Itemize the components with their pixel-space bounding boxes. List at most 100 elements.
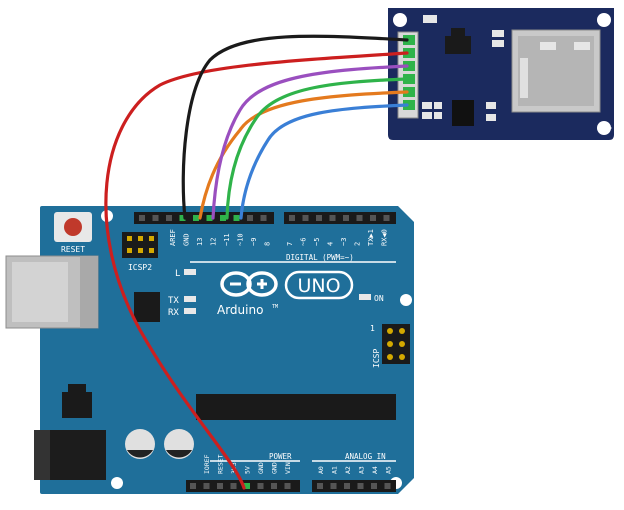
digital-pin-hole xyxy=(302,215,309,221)
led-l-label: L xyxy=(175,269,180,279)
digital-pin-label: GND xyxy=(183,233,191,246)
digital-pin-hole xyxy=(316,215,322,221)
digital-pin-hole xyxy=(220,215,226,221)
power-pin-label: VIN xyxy=(284,462,292,474)
digital-pin-hole xyxy=(329,215,336,221)
digital-pin-label: ~9 xyxy=(250,238,258,246)
digital-pin-hole xyxy=(356,215,363,221)
digital-pin-label: 12 xyxy=(210,238,218,246)
smd-cap xyxy=(492,40,504,47)
icsp2-header xyxy=(122,232,158,258)
power-pin-label: RESET xyxy=(217,454,225,474)
digital-pin-hole xyxy=(166,215,172,221)
icsp-pin1-label: 1 xyxy=(370,324,375,333)
usb-chip xyxy=(134,292,160,322)
voltage-regulator xyxy=(445,36,471,54)
smd-resistor xyxy=(423,15,437,23)
digital-pin-label: 4 xyxy=(327,242,335,246)
digital-pin-hole xyxy=(370,215,376,221)
icsp-label: ICSP xyxy=(372,349,381,368)
reset-button[interactable] xyxy=(54,212,92,242)
digital-pin-label: AREF xyxy=(169,229,177,246)
power-pin-hole xyxy=(190,483,196,489)
digital-pin-label: RX◀0 xyxy=(381,229,389,246)
on-label: ON xyxy=(374,294,384,303)
wire-13-orange xyxy=(198,90,409,220)
power-label: POWER xyxy=(269,452,292,461)
power-pin-label: GND xyxy=(271,462,279,474)
analog-pin-label: A3 xyxy=(358,466,366,474)
trademark: TM xyxy=(272,304,278,310)
atmega328-chip xyxy=(196,394,396,420)
reset-label: RESET xyxy=(61,245,85,254)
analog-pin-label: A5 xyxy=(385,466,393,474)
analog-pin-holes xyxy=(317,483,391,489)
power-pin-hole xyxy=(284,483,291,489)
sd-header-pins xyxy=(403,35,415,110)
uno-logo-box xyxy=(284,270,354,300)
power-pin-holes xyxy=(190,483,291,489)
digital-pin-label: ~6 xyxy=(300,238,308,246)
power-pin-hole xyxy=(217,483,223,489)
voltage-regulator xyxy=(62,392,92,418)
analog-pin-hole xyxy=(344,483,350,489)
analog-pin-label: A2 xyxy=(344,466,352,474)
mount-hole xyxy=(597,13,611,27)
digital-pin-label: 13 xyxy=(196,238,204,246)
icsp-header xyxy=(382,324,410,364)
led-l xyxy=(184,269,196,275)
digital-pin-label: ~3 xyxy=(340,238,348,246)
power-pin-hole xyxy=(230,483,237,489)
power-pin-hole xyxy=(271,483,277,489)
digital-pin-label: 8 xyxy=(264,242,272,246)
analog-header xyxy=(312,480,396,492)
digital-pin-hole xyxy=(289,215,295,221)
digital-pin-label: ~10 xyxy=(237,233,245,246)
led-tx xyxy=(184,296,196,302)
regulator-tab xyxy=(451,28,465,36)
mount-hole xyxy=(393,13,407,27)
smd-resistor xyxy=(434,102,442,109)
analog-pin-label: A1 xyxy=(331,466,339,474)
mount-hole xyxy=(400,294,412,306)
analog-label: ANALOG IN xyxy=(345,452,386,461)
led-rx-label: RX xyxy=(168,308,179,318)
smd-resistor xyxy=(434,112,442,119)
analog-pin-label: A0 xyxy=(317,466,325,474)
digital-pin-hole xyxy=(193,215,199,221)
digital-pin-label: 2 xyxy=(354,242,362,246)
arrow-icon xyxy=(606,124,612,132)
wire-5v-red xyxy=(104,51,409,490)
level-shifter-chip xyxy=(452,100,474,126)
power-pin-label: IOREF xyxy=(203,454,211,474)
smd-resistor xyxy=(422,102,432,109)
mount-hole xyxy=(111,477,123,489)
digital-pin-hole xyxy=(206,215,213,221)
smd-resistor xyxy=(486,102,496,109)
icsp2-label: ICSP2 xyxy=(128,263,152,272)
digital-pin-hole xyxy=(139,215,145,221)
led-tx-label: TX xyxy=(168,296,179,306)
arduino-logo-icon xyxy=(220,271,278,297)
digital-pin-hole xyxy=(179,215,186,221)
smd-resistor xyxy=(422,112,432,119)
analog-pin-hole xyxy=(384,483,391,489)
power-pin-label: 5V xyxy=(244,466,252,474)
digital-pin-holes xyxy=(139,215,390,221)
analog-pin-hole xyxy=(371,483,377,489)
digital-pin-label: TX▶1 xyxy=(367,229,375,246)
analog-pin-hole xyxy=(330,483,337,489)
uno-pcb xyxy=(40,206,414,494)
digital-pin-hole xyxy=(233,215,240,221)
sd-card-module xyxy=(388,8,614,140)
usb-connector xyxy=(5,255,99,329)
digital-pin-hole xyxy=(152,215,159,221)
uno-logo-text: UNO xyxy=(297,275,340,297)
smd-cap xyxy=(492,30,504,37)
digital-pin-label: 7 xyxy=(286,242,294,246)
dc-power-jack xyxy=(34,430,106,480)
